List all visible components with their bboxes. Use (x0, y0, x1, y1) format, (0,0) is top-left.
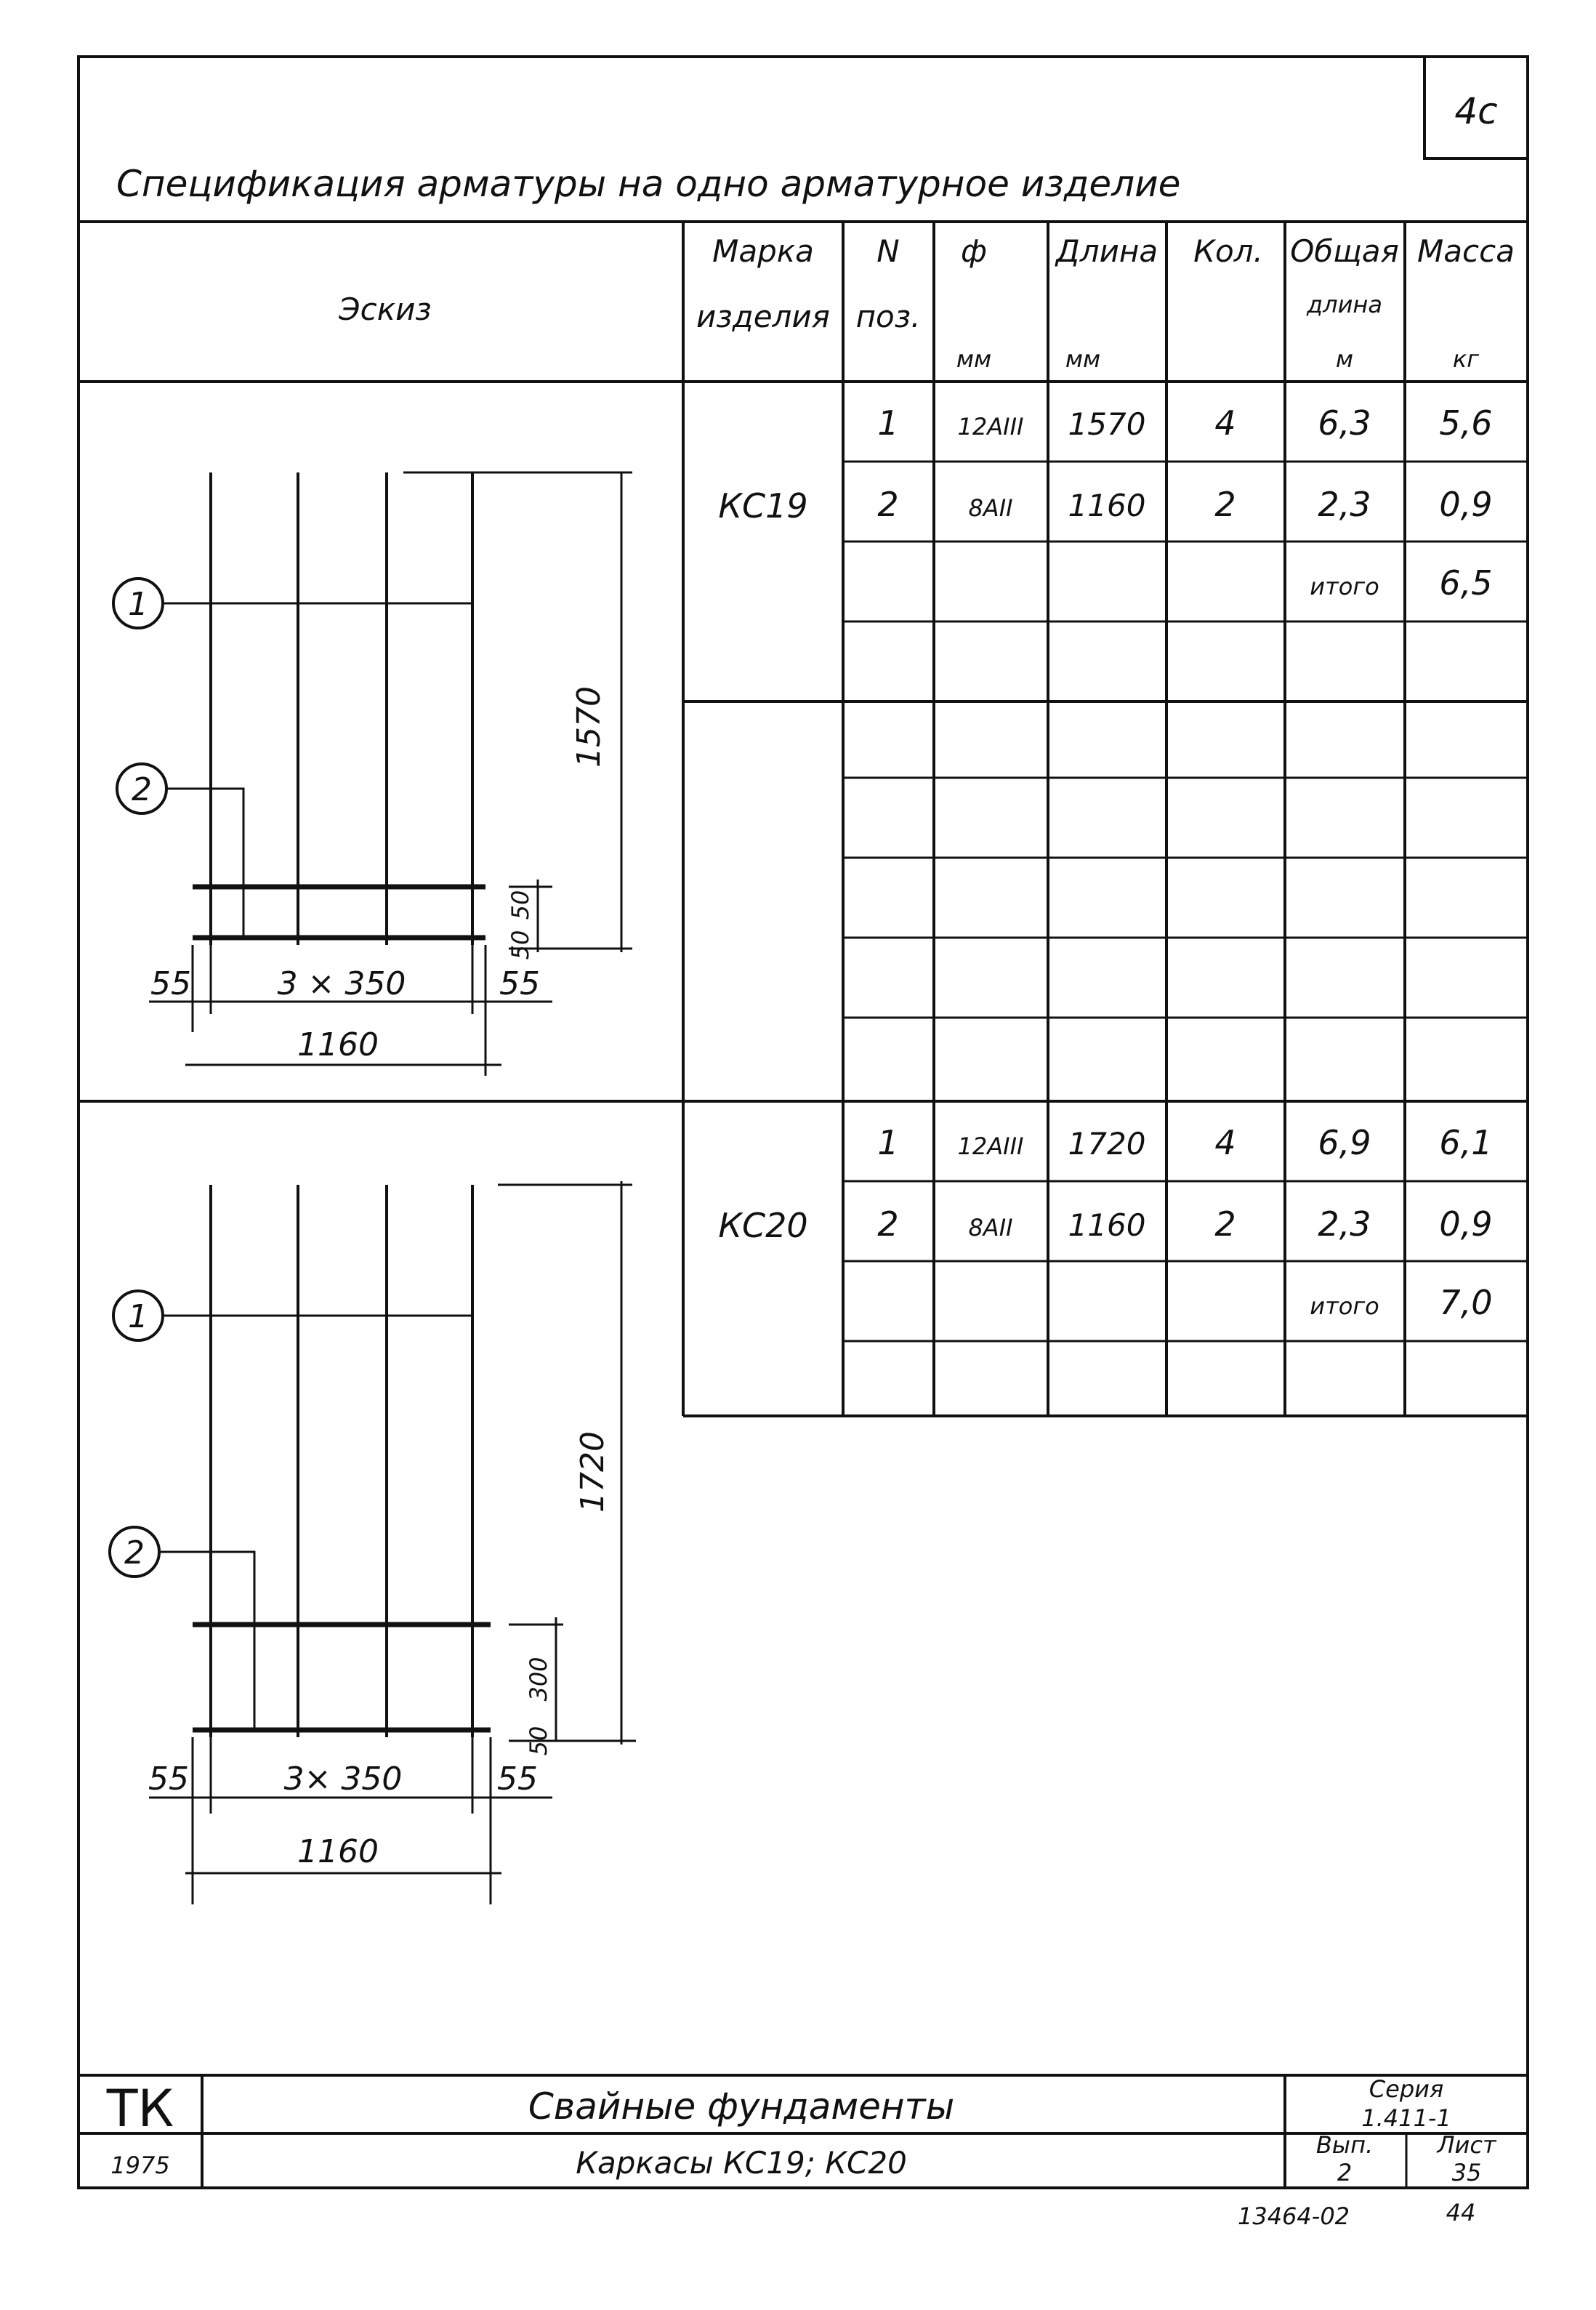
cell-length: 1160 (1068, 1207, 1146, 1243)
header-sketch: Эскиз (338, 291, 431, 327)
inventory-number: 13464-02 (1238, 2202, 1350, 2230)
cell-qty: 4 (1214, 1123, 1236, 1162)
cell-diameter: 12АIII (958, 413, 1024, 440)
title-block: ТК 1975 Свайные фундаменты Каркасы КС19;… (78, 2074, 1528, 2188)
gap-dim: 50 (507, 930, 534, 960)
drawing-name: Свайные фундаменты (528, 2085, 954, 2128)
cell-total-length: 2,3 (1318, 1204, 1371, 1244)
header-mass-1: Масса (1417, 233, 1515, 269)
issue-value: 2 (1337, 2159, 1352, 2186)
header-diameter-2: мм (956, 345, 991, 373)
side-dim-right: 55 (499, 965, 540, 1002)
header-pos-2: поз. (856, 299, 921, 334)
cell-mass: 0,9 (1439, 485, 1492, 524)
cell-pos: 1 (877, 403, 898, 443)
callout-1: 1 (128, 586, 148, 623)
side-dim-right: 55 (497, 1760, 538, 1798)
overall-dim: 1160 (297, 1026, 379, 1063)
cell-mass: 5,6 (1439, 403, 1492, 443)
cell-qty: 2 (1214, 1204, 1236, 1244)
spec-table (78, 220, 1528, 1417)
offset-dim: 50 (507, 890, 534, 920)
cell-length: 1160 (1068, 488, 1146, 523)
spacing-dim: 3× 350 (284, 1760, 403, 1798)
side-dim-left: 55 (150, 965, 191, 1002)
org-code: ТК (106, 2079, 174, 2138)
height-dim: 1570 (571, 686, 608, 768)
cell-total-length: 6,3 (1318, 403, 1371, 443)
header-diameter-1: ф (961, 233, 987, 269)
offset-dim: 300 (525, 1657, 552, 1701)
sheet-label: Лист (1436, 2131, 1496, 2159)
cell-length: 1570 (1068, 406, 1146, 442)
cell-mass: 0,9 (1439, 1204, 1492, 1244)
header-mark-1: Марка (712, 233, 814, 269)
item-mark: КС20 (718, 1206, 807, 1245)
cell-total-length: 6,9 (1318, 1123, 1371, 1162)
header-length-1: Длина (1055, 233, 1158, 269)
cell-mass: 6,1 (1439, 1123, 1492, 1162)
height-dim: 1720 (574, 1431, 611, 1513)
cell-qty: 4 (1214, 403, 1236, 443)
series-label: Серия (1369, 2075, 1443, 2103)
spec-title: Спецификация арматуры на одно арматурное… (116, 163, 1180, 205)
header-mark-2: изделия (696, 299, 830, 334)
header-qty: Кол. (1193, 233, 1263, 269)
cell-qty: 2 (1214, 485, 1236, 524)
callout-1: 1 (128, 1298, 148, 1335)
overall-dim: 1160 (297, 1833, 379, 1870)
cell-pos: 2 (877, 485, 898, 524)
total-label: итого (1310, 1292, 1379, 1320)
cell-pos: 2 (877, 1204, 898, 1244)
cell-length: 1720 (1068, 1126, 1146, 1162)
page-number: 44 (1446, 2199, 1476, 2226)
drawing-subtitle: Каркасы КС19; КС20 (576, 2145, 907, 2181)
header-total-length-2: длина (1306, 291, 1382, 318)
sketch-kc19: 1 2 1570 50 50 55 3 × 350 55 1160 (112, 471, 632, 1076)
cell-diameter: 12АIII (958, 1132, 1024, 1160)
cell-diameter: 8АII (968, 494, 1012, 522)
header-pos-1: N (876, 233, 899, 269)
sheet-number: 4c (1454, 90, 1497, 132)
header-total-length-3: м (1336, 345, 1353, 373)
header-length-2: мм (1065, 345, 1100, 373)
cell-diameter: 8АII (968, 1214, 1012, 1241)
cell-total-length: 2,3 (1318, 485, 1371, 524)
sketch-kc20: 1 2 1720 300 50 55 3× 350 55 1160 (108, 1181, 636, 1904)
gap-dim: 50 (525, 1726, 552, 1756)
callout-2: 2 (124, 1534, 145, 1571)
cell-pos: 1 (877, 1123, 898, 1162)
issue-label: Вып. (1316, 2131, 1373, 2159)
total-mass: 6,5 (1439, 563, 1492, 603)
series-value: 1.411-1 (1361, 2104, 1451, 2132)
total-mass: 7,0 (1439, 1283, 1492, 1322)
callout-2: 2 (132, 771, 152, 808)
side-dim-left: 55 (148, 1760, 189, 1798)
header-total-length-1: Общая (1290, 233, 1399, 269)
spacing-dim: 3 × 350 (278, 965, 406, 1002)
year: 1975 (110, 2152, 169, 2179)
item-mark: КС19 (718, 486, 807, 526)
sheet-number-box (1423, 55, 1529, 160)
sheet-frame (77, 55, 1529, 2189)
header-mass-2: кг (1453, 345, 1479, 373)
sheet-value: 35 (1452, 2159, 1482, 2186)
total-label: итого (1310, 573, 1379, 600)
